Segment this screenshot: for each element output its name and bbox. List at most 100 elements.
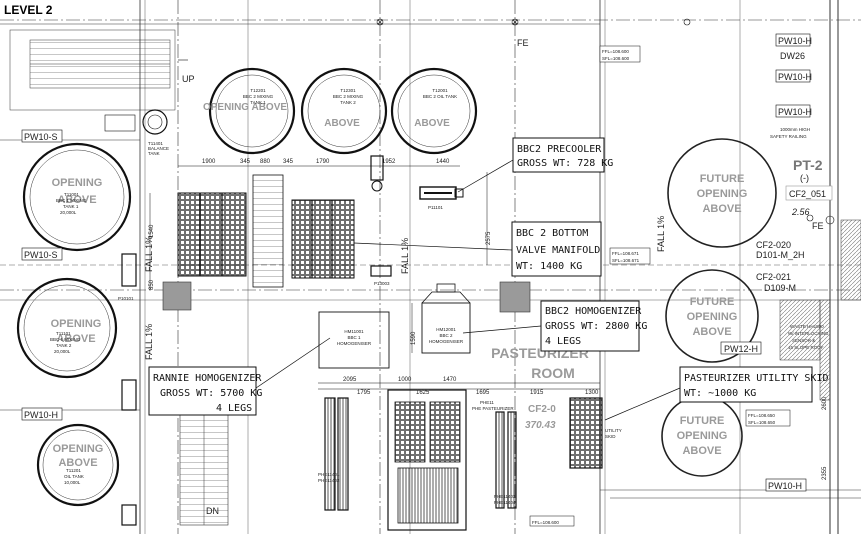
ffl-notes: FFL=108.600 SFL=108.600 FFL=108.671 SFL=… <box>529 45 791 527</box>
dim-1300: 1300 <box>585 390 599 396</box>
future-label-line1: FUTURE <box>700 173 745 185</box>
precooler: P11101 <box>419 186 464 210</box>
opening-tank-left-2: OPENING ABOVE T11101 BBC 1 MIXING TANK 2… <box>16 277 118 379</box>
tank-tag-t12201-num: TANK 1 <box>250 100 266 105</box>
opening-tank-top-3: ABOVE T12001 BBC 2 OIL TANK <box>390 67 478 155</box>
tank-tag-t11001-cap: 20,000L <box>60 210 77 215</box>
callout-bbc2-homogenizer: BBC2 HOMOGENIZER GROSS WT: 2800 KG 4 LEG… <box>462 300 647 352</box>
dim-345-b: 345 <box>283 159 294 165</box>
pasteurizer-skid <box>387 389 467 531</box>
tank-tag-t11101-cap: 20,000L <box>54 349 71 354</box>
callout-line: 4 LEGS <box>216 403 252 414</box>
opening-tank-left-1: OPENING ABOVE T11001 BBC 1 MIXING TANK 1… <box>22 142 132 252</box>
railing-note-1: 1000mm HIGH <box>780 127 810 132</box>
ffl-top: FFL=108.600 <box>602 49 629 54</box>
grid-markers <box>376 18 835 225</box>
tag-hm11001: HM11001 <box>344 329 364 334</box>
opening-label-line2: ABOVE <box>56 333 95 345</box>
future-opening-3: FUTURE OPENING ABOVE <box>661 395 743 477</box>
dim-850: 850 <box>149 279 155 290</box>
pump-p13003: P13003 <box>370 265 392 286</box>
tag-phe11: PHE11 <box>480 400 494 405</box>
ffl-bottom: FFL=108.600 <box>532 520 559 525</box>
level-mid: 2.56 <box>791 207 810 217</box>
dim-1695: 1695 <box>476 390 490 396</box>
opening-label-line1: OPENING <box>52 177 103 189</box>
opening-label-line1: OPENING <box>53 443 104 455</box>
dim-1795: 1795 <box>357 390 371 396</box>
dim-2575: 2575 <box>486 231 492 245</box>
tank-tag-t11201: T11201 <box>66 468 81 473</box>
tank-tag-t11401-desc: BALANCE <box>148 146 169 151</box>
tag-phe11402: PHE11402 <box>318 478 340 483</box>
callout-rannie-homogenizer: RANNIE HOMOGENIZER GROSS WT: 5700 KG 4 L… <box>148 337 331 416</box>
tag-d109: D109-M <box>764 283 796 293</box>
callout-line: 4 LEGS <box>545 336 581 347</box>
mixing-rack-1 <box>177 192 247 277</box>
callout-line: GROSS WT: 5700 KG <box>160 388 262 399</box>
tag-p11101: P11101 <box>428 205 443 210</box>
opening-label: ABOVE <box>324 118 360 129</box>
left-wall-tags: PW10-S PW10-S PW10-H <box>21 129 63 421</box>
tag-fe-top: FE <box>517 38 529 48</box>
callout-line: RANNIE HOMOGENIZER <box>153 373 262 384</box>
tag-cf2-020: CF2-020 <box>756 240 791 250</box>
tank-tag-t12201-desc: BBC 2 MIXING <box>243 94 274 99</box>
dimension-values: 1900 345 880 345 1790 1952 1440 2575 850… <box>149 159 828 480</box>
future-opening-2: FUTURE OPENING ABOVE <box>665 269 759 363</box>
tag-pw10h-3: PW10-H <box>778 107 812 117</box>
callout-line: PASTEURIZER UTILITY SKID <box>684 373 829 384</box>
future-label-line3: ABOVE <box>682 445 721 457</box>
tag-hm12001: HM12001 <box>436 327 456 332</box>
tank-tag-t11401: T11401 <box>148 141 163 146</box>
fall-notes: FALL 1% FALL 1% FALL 1% FALL 1% <box>144 216 666 360</box>
bbc2-homogenizer-equipment: HM12001 BBC 2 HOMOGENISER <box>421 283 471 354</box>
tag-pw10h-2: PW10-H <box>778 72 812 82</box>
tank-tag-t12001: T12001 <box>432 88 448 93</box>
dim-345: 345 <box>240 159 251 165</box>
hatched-wall <box>779 219 861 401</box>
rannie-homogenizer-equipment: HM11001 BBC 1 HOMOGENISER <box>318 311 390 369</box>
dim-1900: 1900 <box>202 159 216 165</box>
tag-d101: D101-M_2H <box>756 250 805 260</box>
tag-phe11404: PHE11404 <box>494 500 516 505</box>
tank-tag-t12301-desc: BBC 2 MIXING <box>333 94 364 99</box>
tag-pw10s-2: PW10-S <box>24 250 58 260</box>
tank-tag-t12301-num: TANK 2 <box>340 100 356 105</box>
tank-tag-t11001-desc: BBC 1 MIXING <box>56 198 87 203</box>
dim-1540: 1540 <box>149 224 155 238</box>
conveyor-frame <box>252 174 284 288</box>
opening-label-line2: ABOVE <box>58 457 97 469</box>
ffl-mid: FFL=108.671 <box>612 251 639 256</box>
dim-1590: 1590 <box>411 331 417 345</box>
opening-label-line1: OPENING <box>51 318 102 330</box>
callout-line: BBC2 PRECOOLER <box>517 144 602 155</box>
tank-tag-t12201: T12201 <box>250 88 266 93</box>
tank-tag-t11101-num: TANK 2 <box>56 343 72 348</box>
pt-label: PT-2 <box>793 157 823 173</box>
phe-pasteurizer: PHE11 PHE PASTEURIZER PHE11403 PHE11404 <box>472 400 517 509</box>
tag-hm11001-type: HOMOGENISER <box>337 341 372 346</box>
columns <box>162 281 531 313</box>
tag-hm12001-type: HOMOGENISER <box>429 339 464 344</box>
sfl-top: SFL=108.600 <box>602 56 630 61</box>
dim-1790: 1790 <box>316 159 330 165</box>
dim-1440: 1440 <box>436 159 450 165</box>
tag-pw12h: PW12-H <box>724 344 758 354</box>
balance-tank: T11401 BALANCE TANK <box>104 109 169 156</box>
opening-label-line2: ABOVE <box>57 194 96 206</box>
fall-note: FALL 1% <box>656 216 666 252</box>
callout-line: GROSS WT: 2800 KG <box>545 321 647 332</box>
room-label-line2: ROOM <box>531 365 575 381</box>
stair-up-label: UP <box>182 74 195 84</box>
tank-tag-t11201-desc: OIL TANK <box>64 474 84 479</box>
tag-utility: UTILITY <box>605 428 622 433</box>
tag-hm11001-desc: BBC 1 <box>347 335 361 340</box>
sfl-right: SFL=108.650 <box>748 420 776 425</box>
stair-dn-label: DN <box>206 506 219 516</box>
tag-phe11401: PHE11401 <box>318 472 340 477</box>
future-opening-1: FUTURE OPENING ABOVE <box>667 138 777 248</box>
opening-tank-left-3: OPENING ABOVE T11201 OIL TANK 10,000L <box>36 423 120 507</box>
tank-tag-t12001-desc: BBC 2 OIL TANK <box>423 94 457 99</box>
dimension-lines <box>149 165 600 390</box>
